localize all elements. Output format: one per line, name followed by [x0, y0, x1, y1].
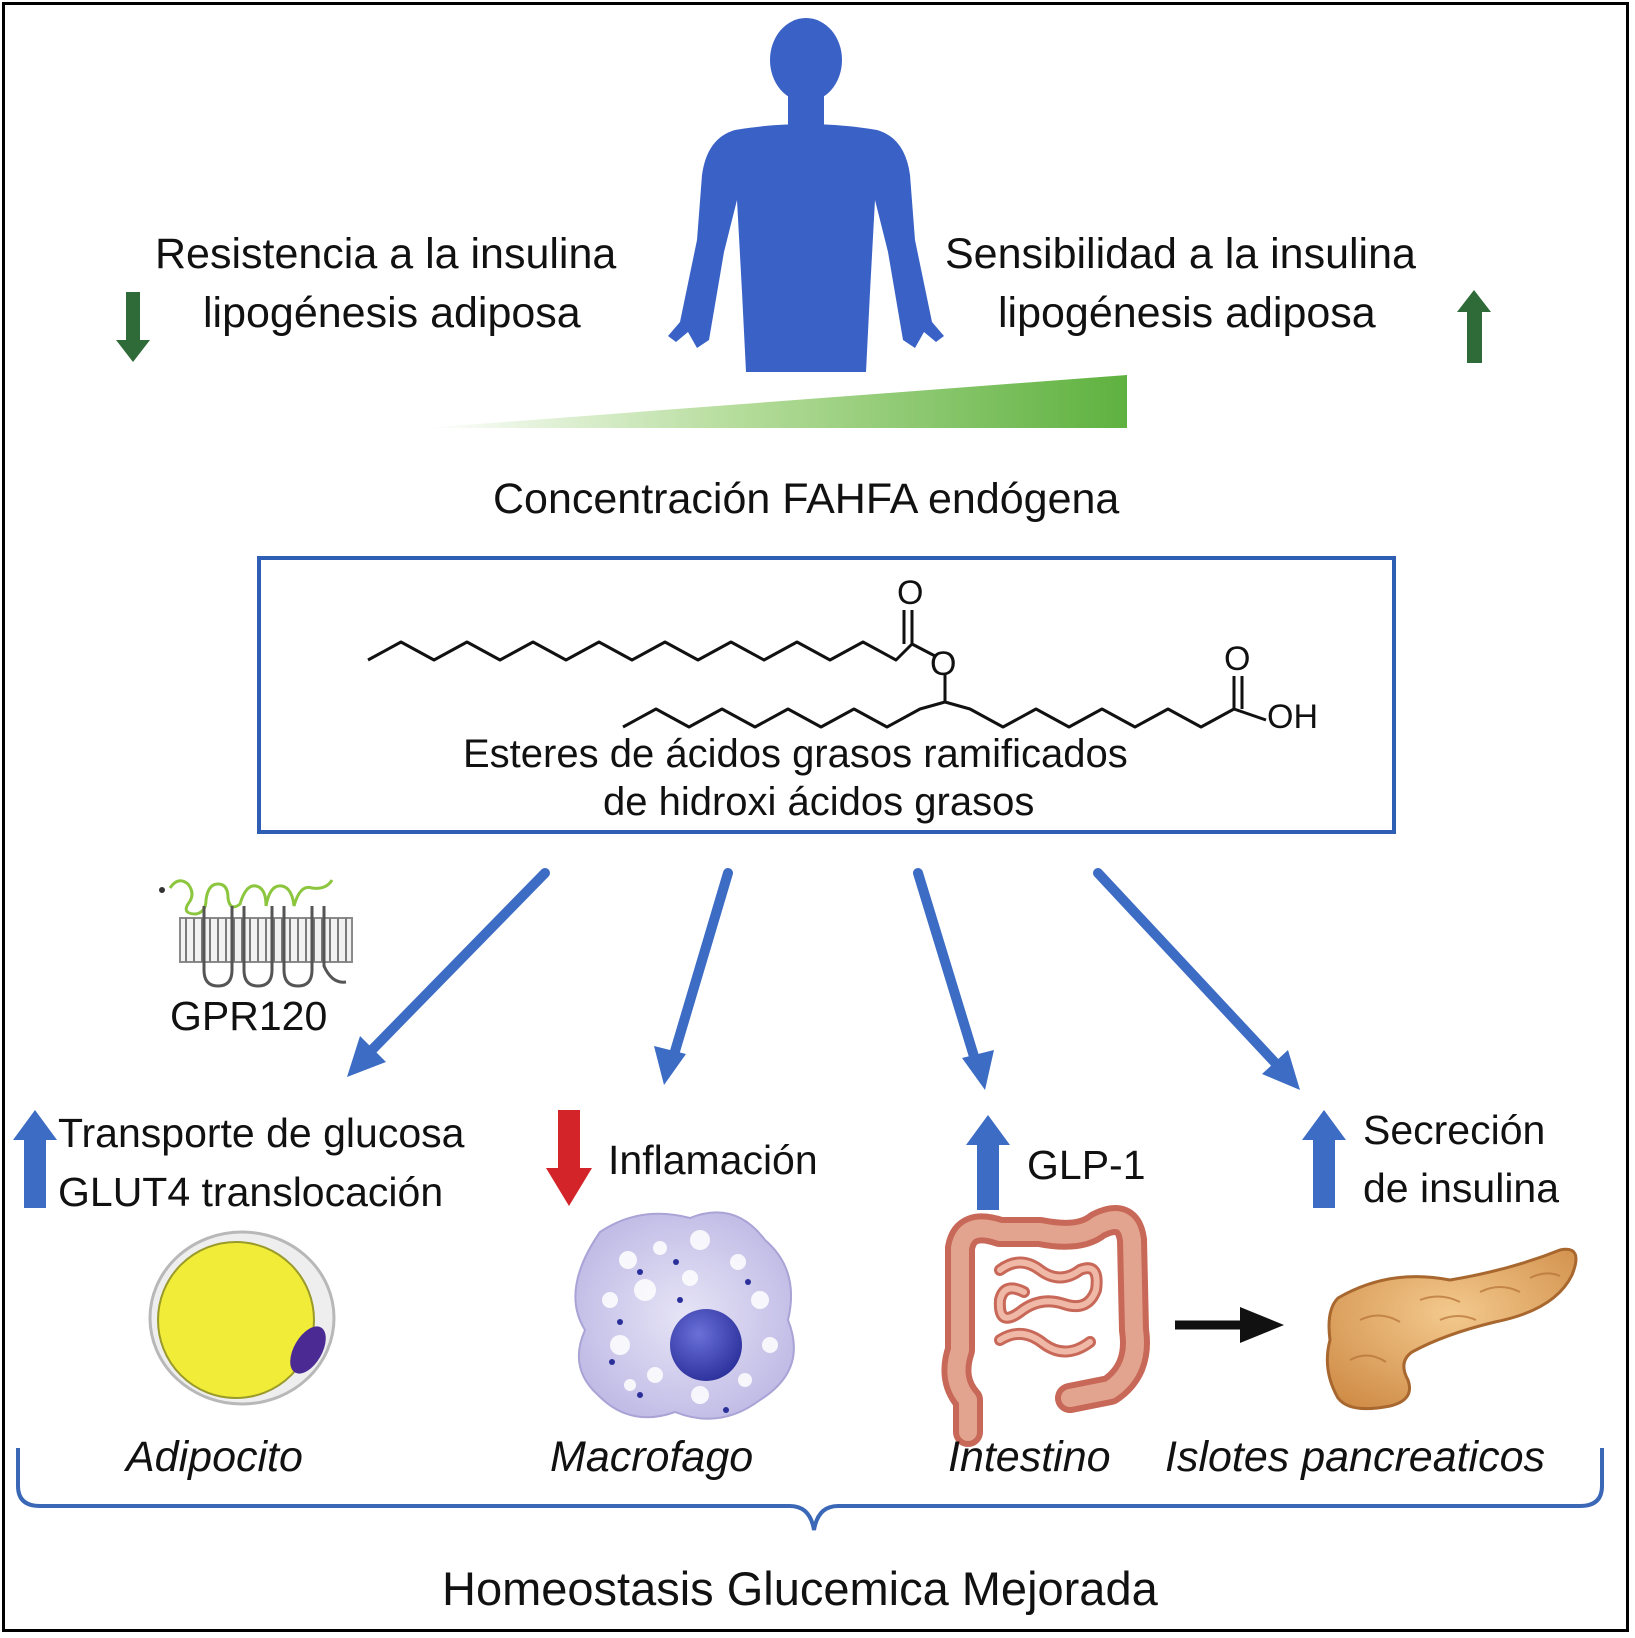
up-arrow-blue-insulin-icon: [1302, 1110, 1346, 1208]
glucose-transport-label: Transporte de glucosa: [58, 1110, 465, 1156]
pathway-arrowheads: [347, 1036, 1300, 1090]
lipogenesis-left-label: lipogénesis adiposa: [203, 289, 581, 337]
lipogenesis-right-label: lipogénesis adiposa: [998, 289, 1376, 337]
glp1-label: GLP-1: [1027, 1142, 1146, 1188]
carbonyl-oxygen-1: O: [897, 574, 924, 612]
glut4-translocation-label: GLUT4 translocación: [58, 1169, 444, 1215]
pancreatic-islets-label: Islotes pancreaticos: [1165, 1433, 1546, 1481]
up-arrow-blue-adipocyte-icon: [13, 1110, 57, 1208]
fahfa-structure: [367, 610, 1267, 729]
human-silhouette-icon: [668, 18, 944, 372]
adipocyte-icon: [148, 1230, 336, 1406]
gpr120-receptor-icon: [159, 879, 353, 988]
hydroxyl-group: OH: [1267, 698, 1318, 736]
down-arrow-green-icon: [116, 292, 150, 362]
up-arrow-blue-glp1-icon: [966, 1115, 1010, 1210]
adipocyte-label: Adipocito: [126, 1433, 303, 1481]
insulin-sensitivity-label: Sensibilidad a la insulina: [945, 230, 1416, 278]
fahfa-concentration-label: Concentración FAHFA endógena: [493, 475, 1120, 523]
fahfa-name-line1: Esteres de ácidos grasos ramificados: [463, 732, 1128, 776]
insulin-secretion-line2: de insulina: [1363, 1165, 1560, 1211]
homeostasis-brace: [16, 1448, 1604, 1531]
intestine-icon: [941, 1205, 1150, 1447]
fahfa-name-line2: de hidroxi ácidos grasos: [603, 780, 1035, 824]
pancreas-icon: [1325, 1247, 1578, 1411]
inflammation-label: Inflamación: [608, 1137, 818, 1183]
insulin-resistance-label: Resistencia a la insulina: [155, 230, 617, 278]
concentration-gradient-wedge: [425, 375, 1127, 428]
macrophage-label: Macrofago: [550, 1433, 754, 1481]
up-arrow-green-icon: [1457, 290, 1491, 363]
down-arrow-red-inflammation-icon: [546, 1110, 592, 1206]
fahfa-box: [257, 556, 1396, 834]
gpr120-label: GPR120: [170, 993, 328, 1039]
carbonyl-oxygen-2: O: [1224, 640, 1251, 678]
intestine-label: Intestino: [948, 1433, 1111, 1481]
macrophage-icon: [574, 1211, 795, 1420]
pathway-arrows: [362, 868, 1285, 1073]
conclusion-label: Homeostasis Glucemica Mejorada: [442, 1562, 1158, 1615]
ester-oxygen: O: [930, 645, 957, 683]
intestine-to-pancreas-arrow: [1175, 1307, 1284, 1343]
insulin-secretion-line1: Secreción: [1363, 1107, 1546, 1153]
